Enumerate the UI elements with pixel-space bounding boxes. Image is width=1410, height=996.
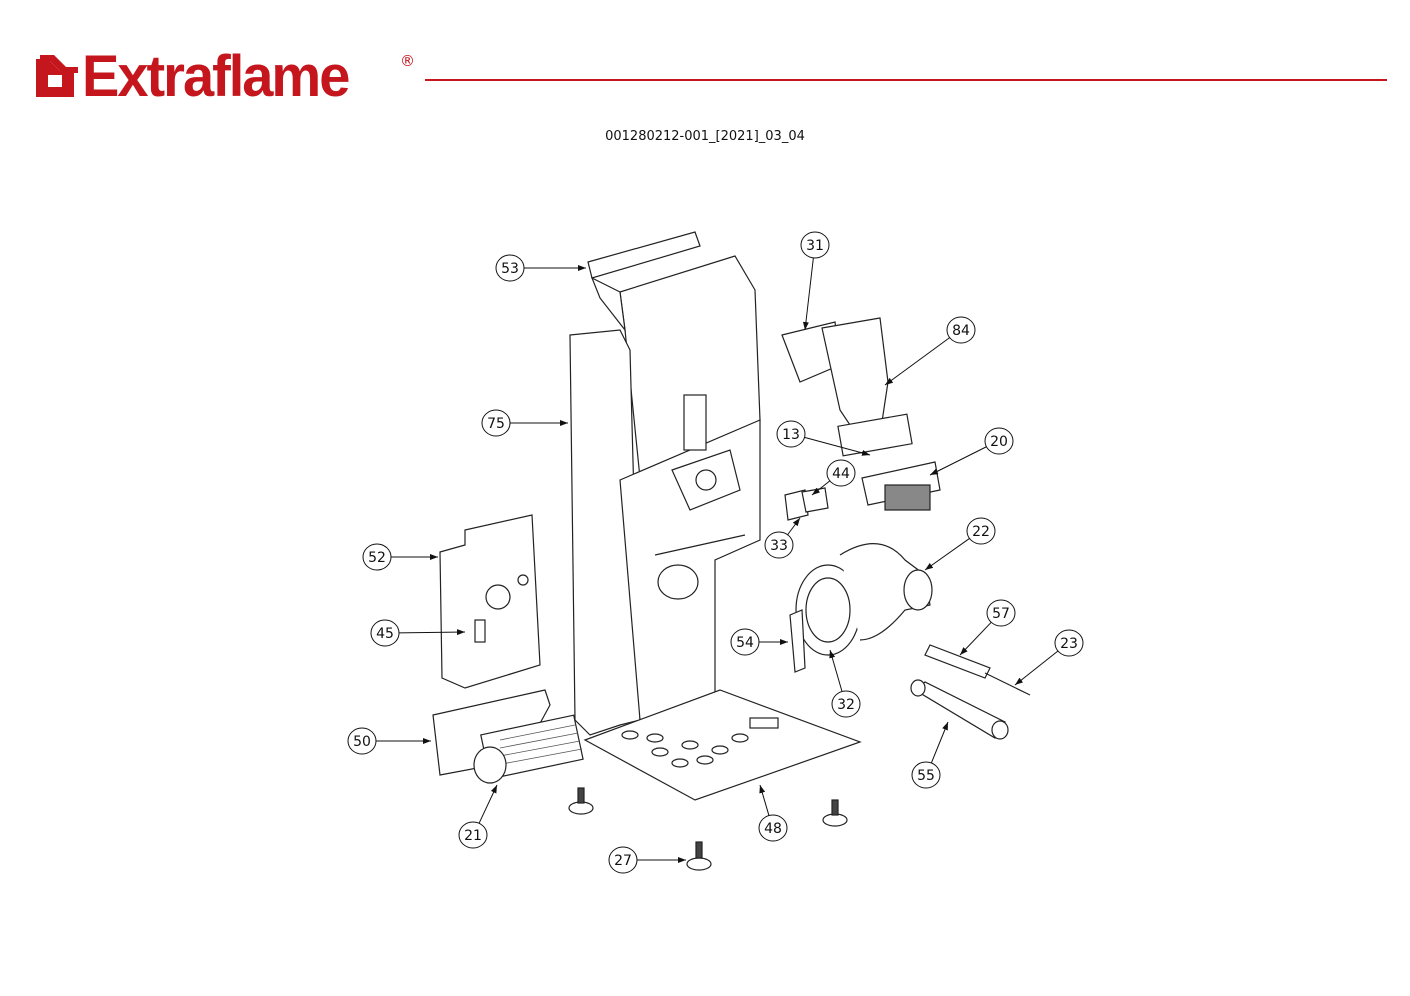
callout-bubble: [984, 427, 1014, 455]
callout-number: 23: [1060, 636, 1078, 652]
callout-bubble: [458, 821, 488, 849]
callout-bubble: [800, 231, 830, 259]
leader-line: [959, 621, 992, 656]
callout-number: 57: [992, 606, 1010, 622]
callout-54: 54: [730, 628, 788, 656]
leader-line: [829, 649, 843, 692]
callout-31: 31: [800, 231, 830, 331]
part-burner-bracket: [781, 317, 913, 457]
callout-48: 48: [758, 784, 788, 842]
callout-number: 22: [972, 524, 990, 540]
callout-84: 84: [884, 316, 976, 386]
part-probe-tube: [924, 644, 1031, 696]
callout-20: 20: [929, 427, 1014, 476]
callout-number: 13: [782, 427, 800, 443]
leader-line: [929, 446, 987, 476]
leader-line: [930, 721, 949, 764]
callout-22: 22: [924, 517, 996, 571]
leader-line: [787, 517, 801, 536]
callout-bubble: [362, 543, 392, 571]
callout-bubble: [764, 531, 794, 559]
leader-line: [759, 784, 770, 816]
part-base-plate: [583, 689, 862, 801]
leader-line: [924, 538, 970, 571]
callout-bubble: [911, 761, 941, 789]
callout-bubble: [1054, 629, 1084, 657]
callout-number: 31: [806, 238, 824, 254]
callout-number: 53: [501, 261, 519, 277]
callout-number: 45: [376, 626, 394, 642]
part-main-body: [569, 329, 761, 736]
callout-number: 20: [990, 434, 1008, 450]
part-side-panel: [439, 514, 541, 689]
callout-number: 21: [464, 828, 482, 844]
callout-50: 50: [347, 727, 431, 755]
part-gear-motor: [861, 461, 941, 511]
leader-line: [802, 257, 814, 331]
callout-bubble: [946, 316, 976, 344]
callout-52: 52: [362, 543, 438, 571]
part-pipe: [910, 679, 1009, 740]
leader-line: [478, 784, 498, 824]
part-tangential-fan: [432, 689, 584, 784]
callout-number: 48: [764, 821, 782, 837]
leader-line: [398, 629, 466, 636]
callout-number: 52: [368, 550, 386, 566]
callout-bubble: [370, 619, 400, 647]
callout-bubble: [776, 420, 806, 448]
logo-mark-icon: [34, 53, 80, 99]
callout-21: 21: [458, 784, 498, 849]
registered-mark: ®: [400, 52, 415, 70]
leader-line: [811, 480, 831, 496]
callout-number: 27: [614, 853, 632, 869]
leader-line: [884, 337, 950, 386]
callout-number: 55: [917, 768, 935, 784]
callout-number: 75: [487, 416, 505, 432]
leader-line: [804, 436, 871, 456]
callout-75: 75: [481, 409, 568, 437]
callout-bubble: [966, 517, 996, 545]
part-extractor-bracket: [789, 609, 806, 673]
callout-33: 33: [764, 517, 801, 559]
callout-13: 13: [776, 420, 871, 456]
leader-line: [1014, 650, 1059, 686]
brand-name: Extraflame: [82, 42, 350, 109]
part-smoke-extractor: [795, 543, 933, 656]
document-code: 001280212-001_[2021]_03_04: [605, 129, 805, 144]
callout-number: 54: [736, 635, 754, 651]
callout-bubble: [481, 409, 511, 437]
brand-logo: Extraflame: [34, 42, 350, 109]
callout-bubble: [495, 254, 525, 282]
callout-number: 32: [837, 697, 855, 713]
callout-bubble: [986, 599, 1016, 627]
part-feet: [568, 787, 848, 871]
header-rule: [425, 79, 1387, 81]
callout-bubble: [347, 727, 377, 755]
callout-44: 44: [811, 459, 856, 496]
part-top-hood: [587, 231, 761, 479]
callout-number: 33: [770, 538, 788, 554]
callout-number: 84: [952, 323, 970, 339]
callout-number: 50: [353, 734, 371, 750]
part-gasket: [784, 487, 829, 521]
callout-bubble: [730, 628, 760, 656]
callout-57: 57: [959, 599, 1016, 656]
callout-55: 55: [911, 721, 949, 789]
callout-number: 44: [832, 466, 850, 482]
callout-bubble: [758, 814, 788, 842]
callout-53: 53: [495, 254, 586, 282]
callout-bubble: [608, 846, 638, 874]
callout-bubble: [826, 459, 856, 487]
callout-23: 23: [1014, 629, 1084, 686]
callout-32: 32: [829, 649, 861, 718]
callout-45: 45: [370, 619, 466, 647]
callout-bubble: [831, 690, 861, 718]
callout-27: 27: [608, 846, 686, 874]
